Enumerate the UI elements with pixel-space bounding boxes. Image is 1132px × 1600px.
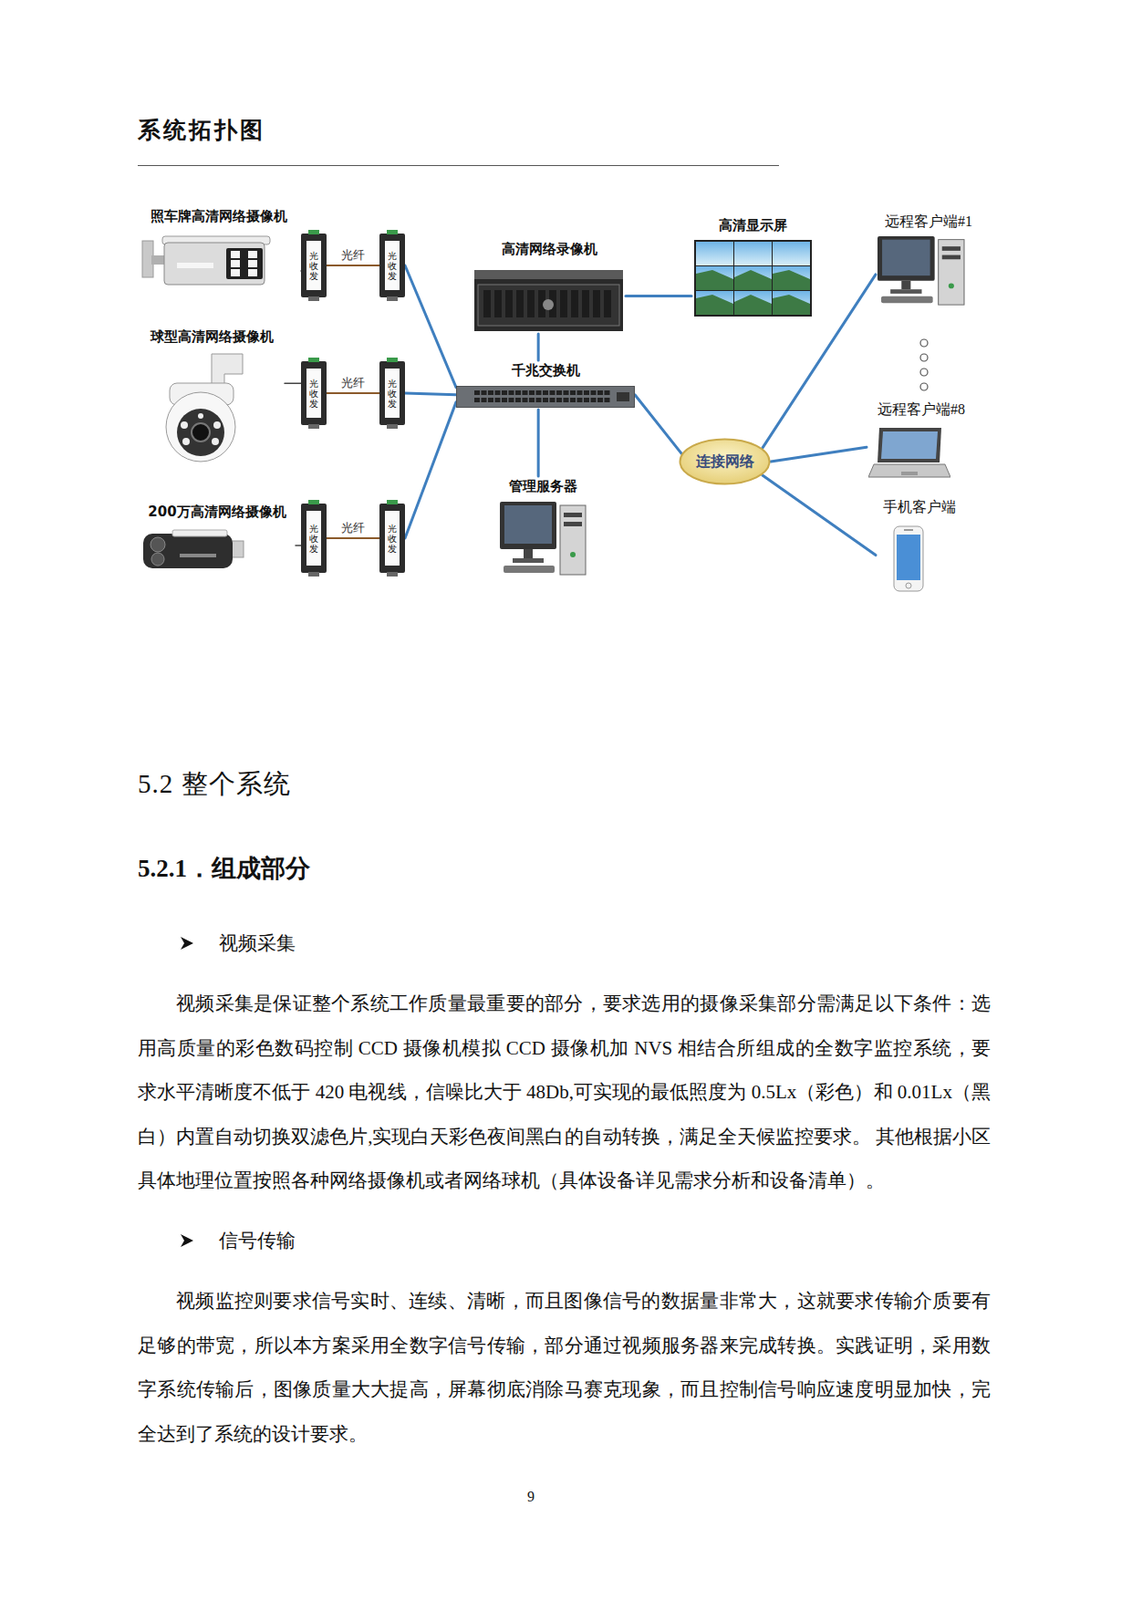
page-title: 系统拓扑图 — [137, 115, 266, 146]
title-rule — [137, 165, 779, 167]
network-link — [295, 544, 302, 547]
remote-laptop: 远程客户端#8 — [866, 399, 977, 482]
paragraph: 视频监控则要求信号实时、连续、清晰，而且图像信号的数据量非常大，这就要求传输介质… — [137, 1278, 991, 1456]
body-text: 视频采集 视频采集是保证整个系统工作质量最重要的部分，要求选用的摄像采集部分需满… — [137, 921, 991, 1472]
network-link — [284, 383, 302, 385]
subsection-heading: 5.2.1．组成部分 — [137, 851, 311, 885]
node-label: 光收发 — [309, 378, 319, 409]
bullet-item: 信号传输 — [137, 1218, 991, 1263]
dome-camera: 球型高清网络摄像机 — [138, 326, 285, 466]
video-recorder-icon — [474, 270, 624, 332]
network-link — [762, 274, 876, 448]
node-label: 光收发 — [309, 250, 319, 281]
network-link — [405, 393, 457, 395]
network-link — [405, 265, 457, 388]
management-server-icon — [499, 499, 587, 577]
gigabit-switch: 千兆交换机 — [456, 360, 635, 410]
node-label: 千兆交换机 — [511, 360, 581, 381]
fiber-transceiver: 光收发 — [379, 357, 406, 429]
display-wall: 高清显示屏 — [691, 215, 814, 318]
network-link — [634, 394, 682, 454]
node-label: 高清网络录像机 — [501, 238, 598, 260]
bullet-camera: 200万高清网络摄像机 — [138, 501, 296, 575]
node-label: 球型高清网络摄像机 — [150, 326, 274, 347]
node-label: 照车牌高清网络摄像机 — [150, 206, 288, 227]
node-label: 手机客户端 — [882, 497, 956, 518]
video-recorder: 高清网络录像机 — [472, 238, 626, 334]
node-label: 200万高清网络摄像机 — [147, 501, 286, 522]
remote-laptop-icon — [868, 425, 951, 480]
fiber-transceiver: 光收发 — [379, 229, 406, 302]
node-label: 高清显示屏 — [718, 215, 788, 236]
bullet-camera-icon — [143, 526, 246, 573]
node-label: 管理服务器 — [508, 476, 578, 497]
network-link — [762, 475, 876, 556]
network-link — [537, 333, 541, 361]
node-label: 远程客户端#1 — [884, 211, 973, 232]
fiber-transceiver: 光收发 — [379, 499, 406, 577]
plate-camera: 照车牌高清网络摄像机 — [136, 206, 302, 294]
gigabit-switch-icon — [456, 385, 635, 408]
network-link — [405, 402, 457, 539]
node-label: 光收发 — [309, 523, 319, 554]
management-server: 管理服务器 — [492, 476, 593, 579]
network-link — [625, 294, 692, 298]
link-label: 光纤 — [339, 248, 367, 263]
node-label: 光收发 — [387, 378, 397, 409]
link-label: 光纤 — [339, 375, 367, 391]
bullet-item: 视频采集 — [137, 921, 991, 966]
network-link — [770, 446, 867, 462]
remote-client-icon — [877, 234, 966, 307]
node-label: 光收发 — [387, 250, 397, 281]
node-label: 连接网络 — [695, 451, 755, 472]
remote-client: 远程客户端#1 — [875, 211, 982, 309]
ellipsis-dots — [0, 0, 1132, 694]
section-heading: 5.2 整个系统 — [137, 767, 291, 800]
mobile-client: 手机客户端 — [875, 497, 963, 594]
network-cloud: 连接网络 — [678, 437, 771, 486]
plate-camera-icon — [140, 235, 274, 292]
network-link — [537, 409, 541, 477]
fiber-transceiver: 光收发 — [301, 229, 327, 302]
fiber-link — [326, 264, 380, 267]
bullet-text: 信号传输 — [218, 1229, 296, 1252]
node-label: 远程客户端#8 — [877, 399, 966, 420]
paragraph: 视频采集是保证整个系统工作质量最重要的部分，要求选用的摄像采集部分需满足以下条件… — [137, 981, 991, 1204]
bullet-symbol — [179, 935, 195, 951]
display-wall-icon — [694, 239, 812, 317]
page-number: 9 — [527, 1486, 535, 1507]
dome-camera-icon — [156, 352, 245, 465]
fiber-link — [326, 537, 380, 540]
fiber-transceiver: 光收发 — [301, 357, 327, 429]
bullet-text: 视频采集 — [218, 932, 296, 955]
diagram-stage: 照车牌高清网络摄像机光收发光收发球型高清网络摄像机光收发光收发200万高清网络摄… — [0, 0, 1132, 694]
link-label: 光纤 — [339, 520, 367, 536]
mobile-client-icon — [893, 525, 925, 592]
bullet-symbol — [179, 1233, 195, 1248]
fiber-link — [326, 392, 380, 395]
fiber-transceiver: 光收发 — [301, 499, 327, 577]
node-label: 光收发 — [387, 523, 397, 554]
